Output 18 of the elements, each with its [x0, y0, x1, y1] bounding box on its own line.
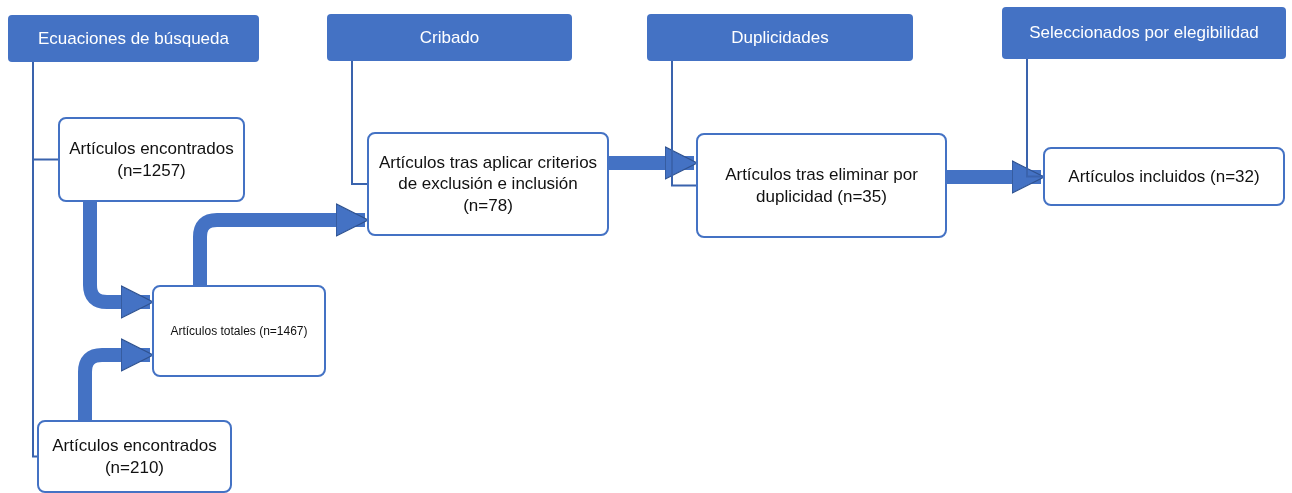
block-arrow	[609, 146, 698, 180]
connector-line	[351, 60, 368, 185]
block-arrow	[78, 338, 154, 420]
stage-header: Ecuaciones de búsqueda	[8, 15, 259, 62]
block-arrow	[947, 160, 1045, 194]
process-box: Artículos tras aplicar criterios de exclusión e inclusión (n=78)	[367, 132, 609, 236]
process-box: Artículos incluidos (n=32)	[1043, 147, 1285, 206]
stage-header: Seleccionados por elegibilidad	[1002, 7, 1286, 59]
block-arrow	[193, 203, 369, 285]
connector-line	[1026, 58, 1044, 178]
stage-header: Duplicidades	[647, 14, 913, 61]
process-box: Artículos encontrados (n=1257)	[58, 117, 245, 202]
process-box: Artículos totales (n=1467)	[152, 285, 326, 377]
block-arrow	[83, 202, 154, 319]
stage-header: Cribado	[327, 14, 572, 61]
connector-line	[671, 60, 697, 187]
process-box: Artículos tras eliminar por duplicidad (n=35)	[696, 133, 947, 238]
process-box: Artículos encontrados (n=210)	[37, 420, 232, 493]
